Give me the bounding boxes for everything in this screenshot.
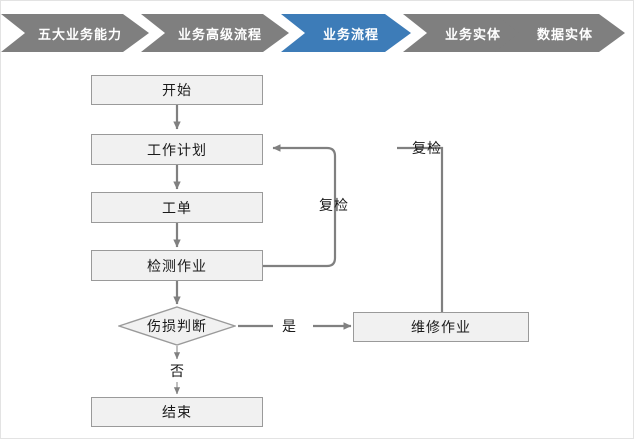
node-work-plan-label: 工作计划 <box>147 141 207 158</box>
breadcrumb-label-1: 业务高级流程 <box>177 26 262 42</box>
edge-recheck-inner <box>263 144 337 268</box>
yes-text: 是 <box>282 318 297 334</box>
breadcrumb-item-1[interactable]: 业务高级流程 <box>141 14 289 52</box>
edge-label-recheck-inner: 复检 <box>319 195 349 215</box>
edge-label-yes: 是 <box>282 316 297 336</box>
node-damage-decision[interactable]: 伤损判断 <box>118 306 236 346</box>
node-repair-label: 维修作业 <box>411 319 471 335</box>
edge-label-no: 否 <box>170 361 185 381</box>
breadcrumb-label-4: 数据实体 <box>536 26 593 42</box>
edge-label-recheck-outer: 复检 <box>412 138 442 158</box>
node-work-order[interactable]: 工单 <box>91 192 263 223</box>
node-start[interactable]: 开始 <box>91 75 263 105</box>
node-end-label: 结束 <box>162 404 192 420</box>
diamond-shape <box>118 306 236 346</box>
node-work-plan[interactable]: 工作计划 <box>91 134 263 165</box>
node-start-label: 开始 <box>162 82 192 98</box>
node-repair[interactable]: 维修作业 <box>353 312 529 342</box>
node-work-order-label: 工单 <box>162 199 192 216</box>
no-text: 否 <box>170 363 185 379</box>
node-inspection[interactable]: 检测作业 <box>91 250 263 281</box>
recheck-outer-text: 复检 <box>412 140 442 156</box>
node-damage-decision-label: 伤损判断 <box>147 318 207 334</box>
recheck-inner-text: 复检 <box>319 197 349 213</box>
node-inspection-label: 检测作业 <box>147 257 207 274</box>
node-end[interactable]: 结束 <box>91 397 263 427</box>
breadcrumb-label-2: 业务流程 <box>322 26 379 42</box>
breadcrumb-item-4[interactable]: 数据实体 <box>495 14 625 52</box>
breadcrumb-item-0[interactable]: 五大业务能力 <box>1 14 149 52</box>
edge-recheck-outer <box>397 146 444 312</box>
breadcrumb: 五大业务能力 业务高级流程 业务流程 业务实体 数据实体 <box>1 14 633 52</box>
breadcrumb-label-3: 业务实体 <box>444 26 501 42</box>
breadcrumb-label-0: 五大业务能力 <box>37 26 122 42</box>
